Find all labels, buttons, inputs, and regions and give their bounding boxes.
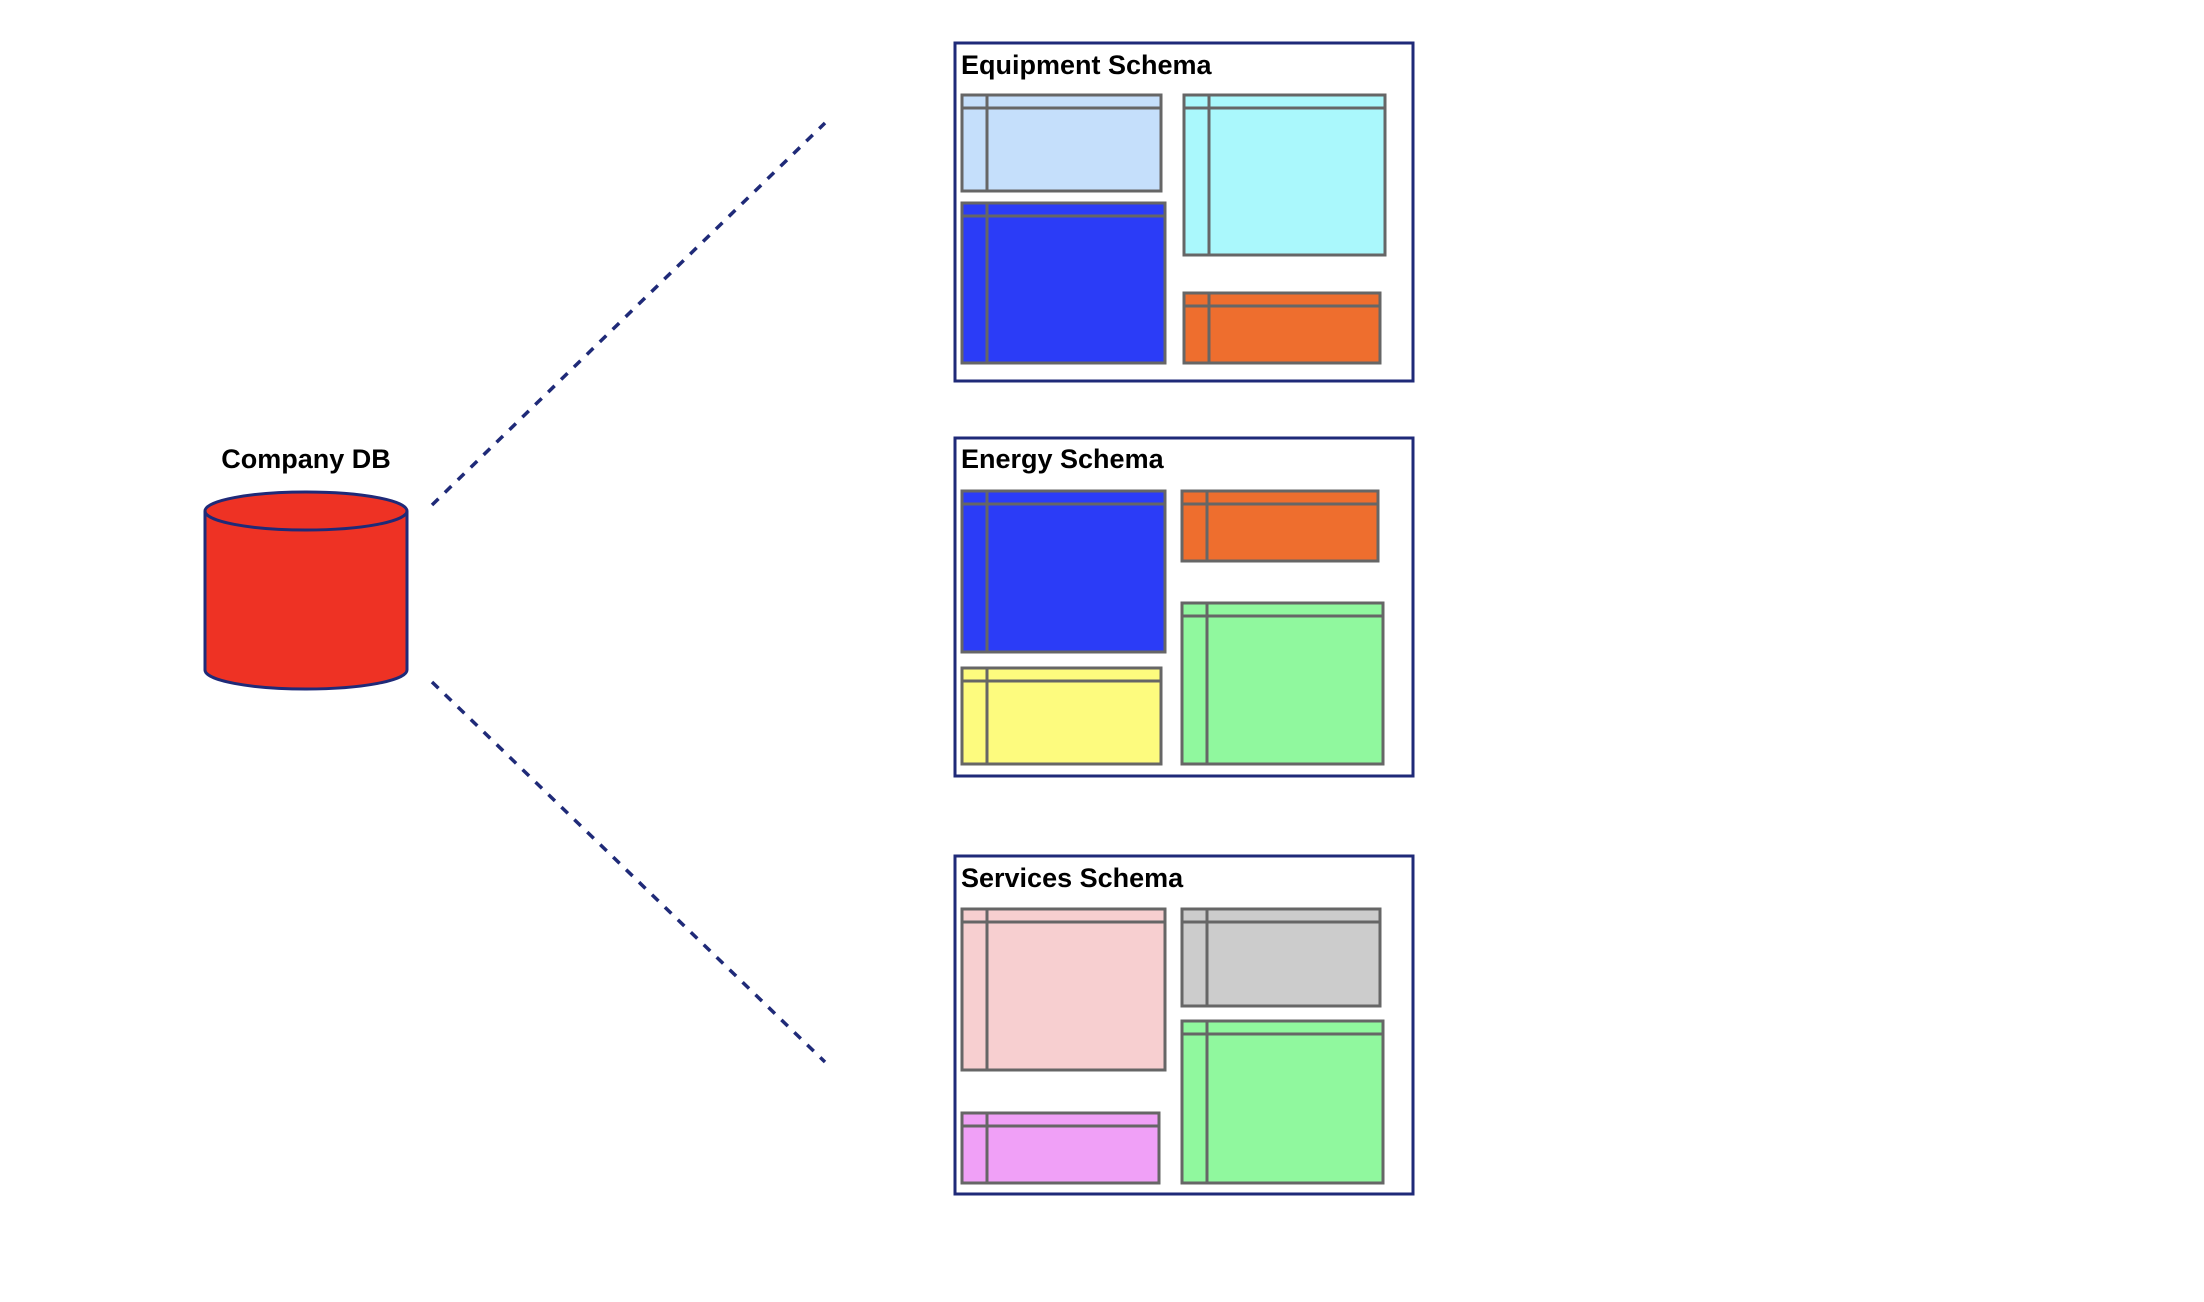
table-body <box>960 666 1163 766</box>
table-body <box>960 907 1167 1072</box>
table-body <box>960 489 1167 654</box>
table-icon[interactable] <box>1182 93 1387 257</box>
table-icon[interactable] <box>960 1111 1161 1185</box>
table-icon[interactable] <box>1180 489 1380 563</box>
company-db-label: Company DB <box>221 444 391 474</box>
database-cylinder-icon <box>203 490 409 691</box>
schema-title: Energy Schema <box>961 444 1165 474</box>
table-body <box>1180 489 1380 563</box>
connector-line-top <box>430 121 827 507</box>
db-body <box>203 511 409 691</box>
schema-box-energy[interactable]: Energy Schema <box>953 436 1415 778</box>
table-icon[interactable] <box>1180 1019 1385 1185</box>
table-icon[interactable] <box>1180 907 1382 1008</box>
table-body <box>1182 291 1382 365</box>
table-body <box>960 201 1167 365</box>
table-icon[interactable] <box>960 907 1167 1072</box>
schema-box-equipment[interactable]: Equipment Schema <box>953 41 1415 383</box>
table-icon[interactable] <box>960 93 1163 193</box>
table-icon[interactable] <box>960 489 1167 654</box>
table-body <box>1180 1019 1385 1185</box>
table-body <box>960 93 1163 193</box>
table-icon[interactable] <box>960 201 1167 365</box>
connector-line-bottom <box>430 680 827 1064</box>
table-icon[interactable] <box>1182 291 1382 365</box>
schema-title: Services Schema <box>961 863 1184 893</box>
table-icon[interactable] <box>1180 601 1385 766</box>
schema-box-services[interactable]: Services Schema <box>953 854 1415 1196</box>
schema-title: Equipment Schema <box>961 50 1213 80</box>
table-body <box>1180 907 1382 1008</box>
table-body <box>960 1111 1161 1185</box>
table-icon[interactable] <box>960 666 1163 766</box>
company-db[interactable]: Company DB <box>203 444 409 691</box>
db-top <box>203 490 409 532</box>
table-body <box>1182 93 1387 257</box>
table-body <box>1180 601 1385 766</box>
